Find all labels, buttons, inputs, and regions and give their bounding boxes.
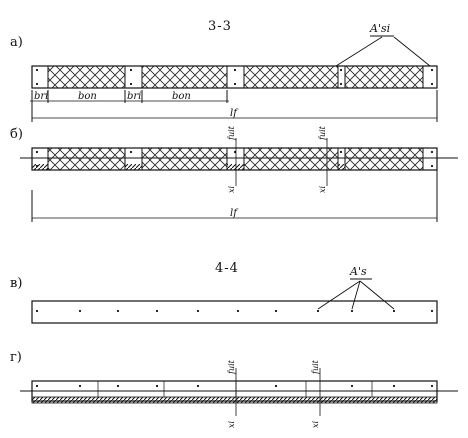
fuit-label-g-1: fuit <box>227 359 236 375</box>
rebar-leader-1 <box>335 36 383 67</box>
dim-bri-1: bri <box>34 91 48 102</box>
panel-b-letter: б) <box>10 127 23 142</box>
panel-b: б) fuit fuit xi xi lf <box>10 125 458 222</box>
panel-a-letter: а) <box>10 35 23 50</box>
panel-v-letter: в) <box>10 276 22 291</box>
x-label-g-1: xi <box>227 420 236 428</box>
compressed-zone-3 <box>227 164 244 170</box>
panel-a-rebar-label: A'si <box>369 22 390 35</box>
rebar-points-v <box>35 309 434 313</box>
dim-lf-a: lf <box>230 108 239 119</box>
hollow-core-3 <box>243 65 339 89</box>
x-label-g-2: xi <box>311 420 320 428</box>
slab-outline <box>31 65 438 89</box>
compressed-zone-4 <box>338 164 345 170</box>
panel-v-section-title: 4-4 <box>215 261 239 276</box>
fuit-label-g-2: fuit <box>311 359 320 375</box>
compressed-zone-1 <box>32 164 48 170</box>
x-label-b-1: xi <box>227 185 236 193</box>
panel-g: г) fuit fuit xi xi <box>10 350 458 428</box>
hollow-core-4 <box>344 65 424 89</box>
solid-slab-outline <box>31 300 438 324</box>
x-label-b-2: xi <box>318 185 327 193</box>
fuit-label-b-1: fuit <box>227 125 236 141</box>
compressed-zone-g <box>31 396 438 404</box>
panel-v: в) 4-4 A's <box>10 261 438 324</box>
compressed-zone-2 <box>125 164 142 170</box>
rebar-leader-2 <box>393 36 431 67</box>
dim-bon-2: bon <box>172 91 191 102</box>
panel-a-section-title: 3-3 <box>208 19 232 34</box>
dim-bri-2: bri <box>127 91 141 102</box>
hollow-core-1 <box>47 65 126 89</box>
fuit-label-b-2: fuit <box>318 125 327 141</box>
panel-v-rebar-label: A's <box>349 265 367 278</box>
dim-lf-b: lf <box>230 208 239 219</box>
panel-g-letter: г) <box>10 350 22 365</box>
panel-a: а) 3-3 A'si bri bon bri bon lf <box>10 19 438 122</box>
dim-bon-1: bon <box>78 91 97 102</box>
hollow-core-2 <box>141 65 228 89</box>
rebar-points <box>35 68 434 86</box>
